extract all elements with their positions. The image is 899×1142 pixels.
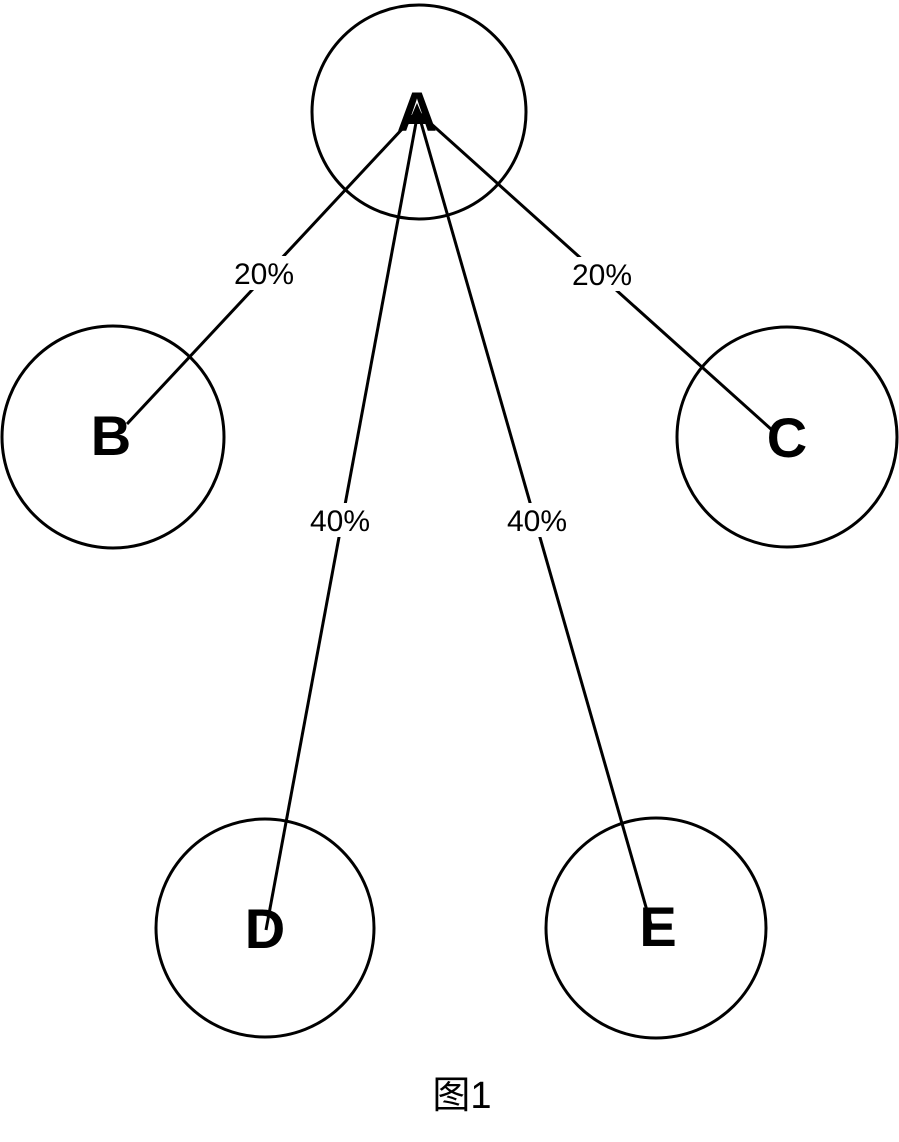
edge-a-e-label: 40% — [507, 505, 567, 538]
node-e-label: E — [639, 895, 676, 958]
edge-a-b-label-bg — [233, 256, 295, 290]
node-d-circle — [154, 817, 376, 1039]
edge-a-c-label: 20% — [572, 259, 632, 292]
node-b-circle — [0, 324, 226, 550]
edge-a-c-label-bg — [571, 257, 633, 291]
edge-a-e-label-bg — [506, 503, 568, 537]
figure-caption: 图1 — [432, 1075, 491, 1117]
node-d-label: D — [245, 897, 285, 960]
node-e-circle — [544, 816, 768, 1040]
node-c-label: C — [767, 406, 807, 469]
arrowhead-up-icon — [408, 103, 426, 124]
edge-a-d-label-bg — [309, 503, 371, 537]
edge-a-d-label: 40% — [310, 505, 370, 538]
node-a-circle — [310, 3, 528, 221]
node-b-label: B — [91, 404, 131, 467]
node-a-label: A — [397, 80, 437, 143]
edge-a-b-label: 20% — [234, 258, 294, 291]
node-c-circle — [675, 325, 899, 549]
